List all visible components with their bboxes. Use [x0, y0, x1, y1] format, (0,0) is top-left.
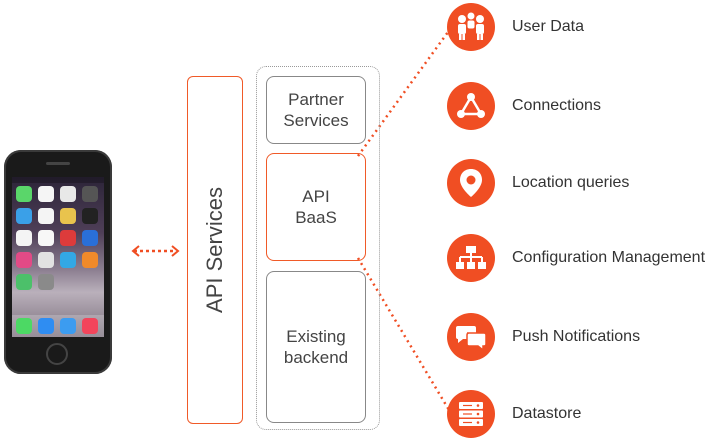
app-icon	[16, 252, 32, 268]
mail-app-icon	[38, 318, 54, 334]
app-icon	[82, 208, 98, 224]
app-icon	[82, 186, 98, 202]
users-icon	[458, 12, 484, 40]
baas-to-datastore-line	[356, 257, 454, 416]
phone-status-bar	[12, 177, 104, 183]
smartphone	[4, 150, 112, 374]
existing-backend-box: Existing backend	[266, 271, 366, 423]
safari-app-icon	[60, 318, 76, 334]
service-label: Connections	[512, 97, 601, 114]
service-configuration-management: Configuration Management	[447, 234, 705, 282]
app-icon	[16, 208, 32, 224]
service-datastore: Datastore	[447, 390, 581, 438]
service-connections: Connections	[447, 82, 601, 130]
api-baas-box: API BaaS	[266, 153, 366, 261]
app-icon	[60, 208, 76, 224]
service-push-notifications: Push Notifications	[447, 313, 640, 361]
app-icon	[60, 186, 76, 202]
location-pin-icon	[460, 169, 482, 197]
app-icon	[38, 252, 54, 268]
phone-api-arrow	[131, 245, 180, 257]
database-icon	[459, 402, 483, 426]
network-icon	[457, 93, 485, 118]
app-icon	[82, 230, 98, 246]
hierarchy-icon	[456, 246, 486, 269]
music-app-icon	[82, 318, 98, 334]
api-services-label: API Services	[202, 187, 227, 313]
partner-services-box: Partner Services	[266, 76, 366, 144]
service-location-queries: Location queries	[447, 159, 629, 207]
service-label: Location queries	[512, 174, 630, 191]
app-icon	[38, 274, 54, 290]
service-label: Datastore	[512, 405, 582, 422]
app-icon	[60, 230, 76, 246]
phone-home-button	[46, 343, 68, 365]
service-stack-container	[256, 66, 380, 430]
service-user-data: User Data	[447, 3, 584, 51]
service-label: Configuration Management	[512, 249, 706, 266]
phone-speaker	[46, 162, 70, 165]
phone-app-icon	[16, 318, 32, 334]
app-icon	[16, 186, 32, 202]
phone-app-grid	[16, 186, 100, 290]
app-icon	[82, 252, 98, 268]
api-services-box: API Services	[187, 76, 243, 424]
phone-dock	[12, 315, 104, 337]
app-icon	[38, 208, 54, 224]
app-icon	[16, 274, 32, 290]
phone-screen	[12, 177, 104, 337]
app-icon	[38, 186, 54, 202]
chat-bubbles-icon	[456, 326, 487, 351]
service-label: Push Notifications	[512, 328, 641, 345]
service-label: User Data	[512, 18, 585, 35]
baas-to-user-data-line	[356, 31, 450, 157]
app-icon	[38, 230, 54, 246]
app-icon	[16, 230, 32, 246]
app-icon	[60, 252, 76, 268]
